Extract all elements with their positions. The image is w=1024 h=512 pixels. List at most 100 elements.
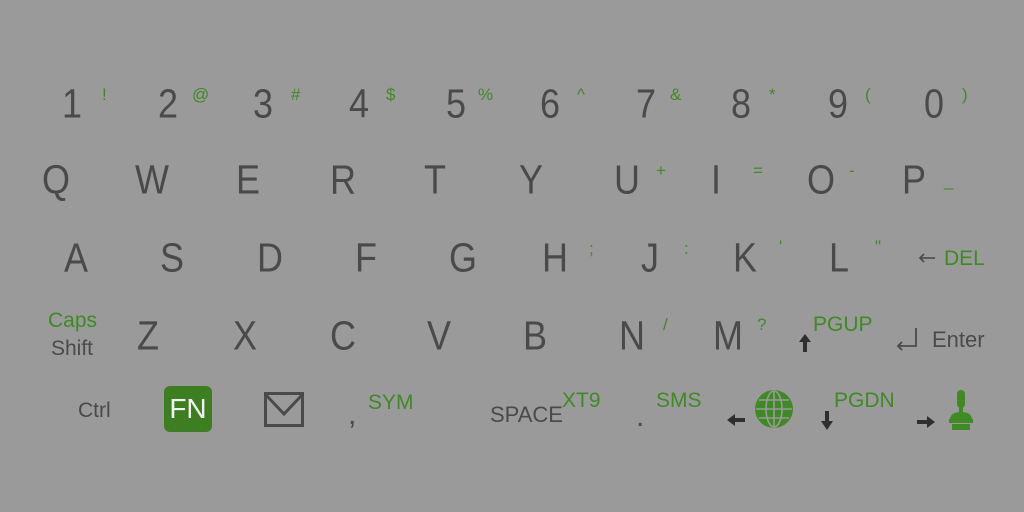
key-main-label: 5 xyxy=(446,80,467,127)
key-alt-label: ! xyxy=(102,85,107,104)
key-8[interactable]: 8 * xyxy=(731,83,821,140)
key-a[interactable]: A xyxy=(64,234,154,294)
key-l[interactable]: L " xyxy=(829,234,919,294)
key-ctrl[interactable]: Ctrl xyxy=(76,398,120,428)
key-main-label: F xyxy=(355,234,377,281)
key-main-label: A xyxy=(64,234,89,281)
key-main-label: 1 xyxy=(62,80,83,127)
key-s[interactable]: S xyxy=(160,234,250,294)
key-m[interactable]: M ? xyxy=(713,315,803,372)
key-alt-label: ; xyxy=(589,239,594,258)
key-u[interactable]: U + xyxy=(614,159,704,216)
key-b[interactable]: B xyxy=(523,315,613,372)
key-alt-label: @ xyxy=(192,85,210,104)
key-z[interactable]: Z xyxy=(137,312,227,372)
sym-label: SYM xyxy=(368,391,414,414)
key-del[interactable]: DEL xyxy=(918,246,988,276)
key-main-label: L xyxy=(829,234,850,281)
key-6[interactable]: 6 ^ xyxy=(540,80,630,140)
comma-label: , xyxy=(348,398,357,431)
fn-label: FN xyxy=(169,393,207,424)
key-q[interactable]: Q xyxy=(42,159,132,216)
key-g[interactable]: G xyxy=(449,234,539,294)
key-i[interactable]: I = xyxy=(711,159,801,216)
key-main-label: T xyxy=(424,156,446,203)
key-pgdn[interactable]: PGDN xyxy=(818,388,898,434)
joystick-icon xyxy=(949,390,973,430)
key-o[interactable]: O - xyxy=(807,156,897,216)
key-main-label: 3 xyxy=(253,80,274,127)
enter-arrow-icon xyxy=(896,328,917,351)
key-h[interactable]: H ; xyxy=(542,234,632,294)
key-period-sms[interactable]: . SMS xyxy=(634,388,704,432)
key-fn[interactable]: FN xyxy=(164,386,212,432)
key-alt-label: " xyxy=(875,237,882,256)
key-alt-label: % xyxy=(478,85,494,104)
key-main-label: G xyxy=(449,234,478,281)
key-3[interactable]: 3 # xyxy=(253,80,343,140)
shift-label: Shift xyxy=(51,337,94,360)
down-arrow-icon xyxy=(821,411,833,430)
key-main-label: D xyxy=(257,234,283,281)
key-9[interactable]: 9 ( xyxy=(828,80,918,140)
key-p[interactable]: P _ xyxy=(902,159,992,216)
backspace-arrow-icon xyxy=(918,253,935,263)
key-0[interactable]: 0 ) xyxy=(924,80,1014,140)
key-alt-label: - xyxy=(849,161,855,180)
key-main-label: H xyxy=(542,234,568,281)
key-f[interactable]: F xyxy=(355,234,445,294)
key-7[interactable]: 7 & xyxy=(636,80,726,140)
key-4[interactable]: 4 $ xyxy=(349,80,439,140)
key-right-joystick[interactable] xyxy=(914,386,984,436)
key-enter[interactable]: Enter xyxy=(894,324,985,358)
key-main-label: Y xyxy=(519,156,544,203)
period-label: . xyxy=(636,400,645,433)
key-comma-sym[interactable]: , SYM xyxy=(348,388,418,438)
key-space[interactable]: SPACE XT9 xyxy=(488,388,608,432)
space-label: SPACE xyxy=(490,402,563,427)
key-alt-label: ' xyxy=(779,237,783,256)
key-main-label: E xyxy=(236,156,261,203)
key-t[interactable]: T xyxy=(424,156,514,216)
mail-icon xyxy=(264,392,304,427)
key-c[interactable]: C xyxy=(330,315,420,372)
key-alt-label: : xyxy=(684,239,689,258)
key-k[interactable]: K ' xyxy=(733,234,823,294)
key-left-globe[interactable] xyxy=(726,384,796,436)
key-main-label: 9 xyxy=(828,80,849,127)
key-main-label: K xyxy=(733,234,758,281)
key-mail[interactable] xyxy=(262,390,306,430)
key-e[interactable]: E xyxy=(236,156,326,216)
key-j[interactable]: J : xyxy=(641,234,731,294)
key-main-label: Z xyxy=(137,312,159,359)
key-5[interactable]: 5 % xyxy=(446,80,536,140)
key-2[interactable]: 2 @ xyxy=(158,80,248,140)
key-r[interactable]: R xyxy=(330,159,420,216)
left-arrow-icon xyxy=(727,414,745,426)
key-alt-label: $ xyxy=(386,85,396,104)
key-main-label: J xyxy=(641,234,659,281)
sms-label: SMS xyxy=(656,389,702,412)
key-main-label: S xyxy=(160,234,185,281)
key-alt-label: = xyxy=(753,161,763,180)
key-alt-label: ) xyxy=(962,85,968,104)
key-n[interactable]: N / xyxy=(619,315,709,372)
key-main-label: 4 xyxy=(349,80,370,127)
key-main-label: 6 xyxy=(540,80,561,127)
key-w[interactable]: W xyxy=(135,156,225,216)
key-main-label: 2 xyxy=(158,80,179,127)
key-main-label: W xyxy=(135,156,169,203)
key-main-label: 7 xyxy=(636,80,657,127)
key-x[interactable]: X xyxy=(233,315,323,372)
key-v[interactable]: V xyxy=(427,315,517,372)
key-d[interactable]: D xyxy=(257,234,347,294)
key-main-label: O xyxy=(807,156,836,203)
key-alt-label: * xyxy=(769,85,776,104)
key-pgup[interactable]: PGUP xyxy=(798,312,878,356)
key-1[interactable]: 1 ! xyxy=(62,80,152,140)
key-caps-shift[interactable]: Caps Shift xyxy=(46,310,106,362)
key-alt-label: _ xyxy=(944,171,954,190)
key-main-label: 0 xyxy=(924,80,945,127)
key-y[interactable]: Y xyxy=(519,156,609,216)
enter-label: Enter xyxy=(932,327,985,352)
